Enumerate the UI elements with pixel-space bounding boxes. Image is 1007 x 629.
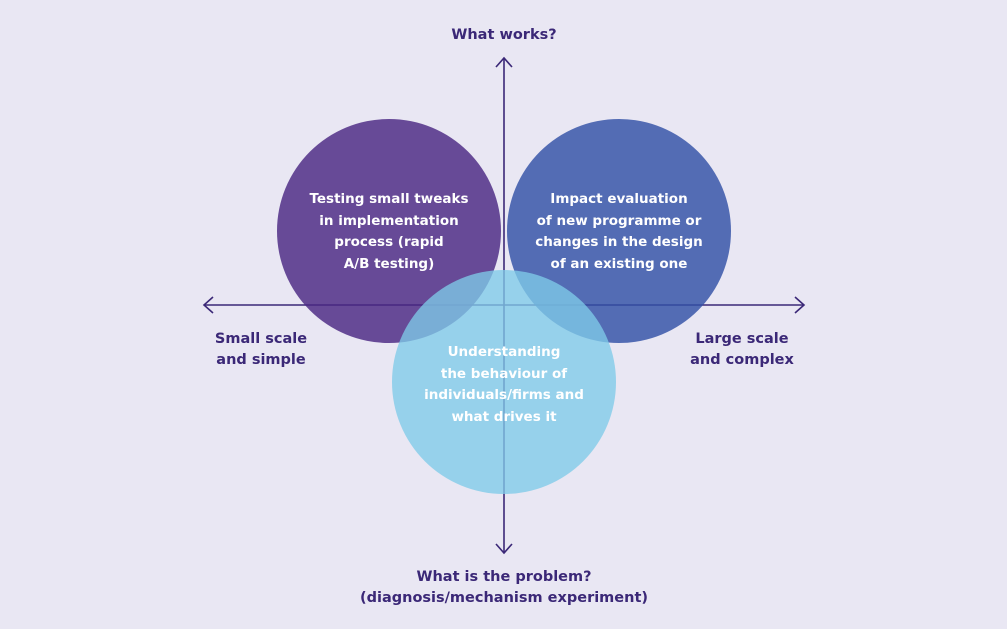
circle-behaviour xyxy=(392,270,616,494)
behaviour-line-2: the behaviour of xyxy=(440,365,568,382)
top-axis-label: What works? xyxy=(404,25,604,46)
bottom-axis-label: What is the problem? (diagnosis/mechanis… xyxy=(334,567,674,609)
behaviour-text: Understanding the behaviour of individua… xyxy=(399,342,609,428)
behaviour-line-4: what drives it xyxy=(451,408,557,425)
impact-evaluation-line-3: changes in the design xyxy=(535,234,703,250)
bottom-arrow-icon xyxy=(495,543,513,555)
impact-evaluation-line-1: Impact evaluation xyxy=(550,191,688,207)
right-axis-label-line-1: Large scale xyxy=(695,331,789,347)
rapid-testing-line-4: A/B testing) xyxy=(343,255,435,272)
impact-evaluation-line-2: of new programme or xyxy=(536,212,702,229)
behaviour-line-1: Understanding xyxy=(447,344,561,360)
bottom-axis-label-line-1: What is the problem? xyxy=(416,569,592,585)
top-axis-label-text: What works? xyxy=(451,27,557,43)
left-axis-label-line-1: Small scale xyxy=(214,331,308,347)
rapid-testing-line-3: process (rapid xyxy=(334,234,444,250)
rapid-testing-line-1: Testing small tweaks xyxy=(309,191,469,207)
impact-evaluation-text: Impact evaluation of new programme or ch… xyxy=(514,189,724,275)
rapid-testing-text: Testing small tweaks in implementation p… xyxy=(284,189,494,275)
right-axis-label-line-2: and complex xyxy=(690,352,794,368)
bottom-axis-label-line-2: (diagnosis/mechanism experiment) xyxy=(359,590,649,606)
impact-evaluation-line-4: of an existing one xyxy=(550,255,688,272)
left-arrow-icon xyxy=(202,296,214,314)
right-axis-label: Large scale and complex xyxy=(662,329,822,371)
rapid-testing-line-2: in implementation xyxy=(319,212,459,229)
top-arrow-icon xyxy=(495,56,513,68)
left-axis-label: Small scale and simple xyxy=(181,329,341,371)
behaviour-line-3: individuals/firms and xyxy=(424,387,584,403)
right-arrow-icon xyxy=(794,296,806,314)
left-axis-label-line-2: and simple xyxy=(216,352,306,368)
